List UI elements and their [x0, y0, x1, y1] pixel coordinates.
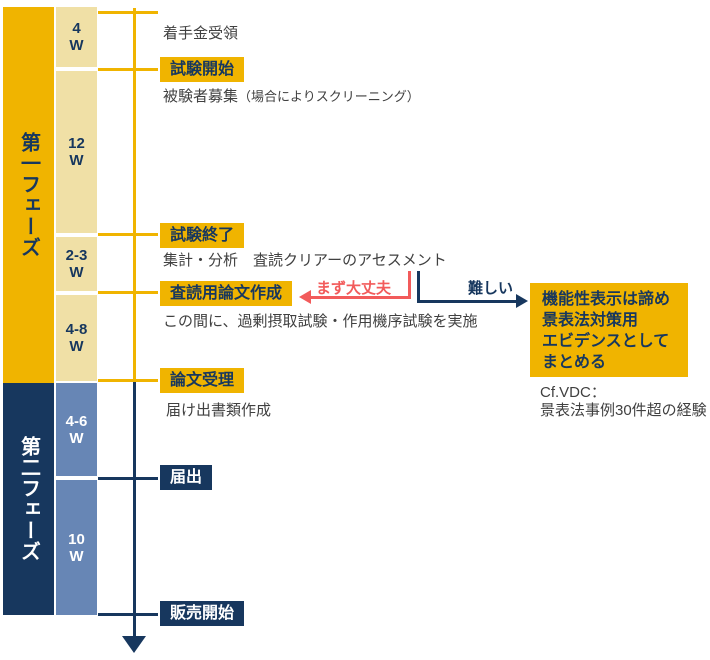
duration-value: 4-8 — [65, 321, 88, 338]
note-analysis: 集計・分析 査読クリアーのアセスメント — [163, 252, 447, 269]
timeline-tick — [98, 68, 158, 71]
timeline-tick — [98, 477, 158, 480]
timeline-lower-segment — [133, 381, 136, 638]
note-receipt-text: 着手金受領 — [163, 25, 239, 42]
phase-two-bar: 第二フェーズ — [3, 383, 54, 615]
duration-block-10w: 10 W — [56, 480, 97, 615]
timeline-tick — [98, 379, 158, 382]
hard-branch-label: 難しい — [468, 280, 514, 297]
note-recruit-paren-text: （場合によりスクリーニング） — [238, 89, 420, 104]
ok-branch-horizontal-line — [309, 296, 411, 299]
phase-one-bar: 第一フェーズ — [3, 7, 54, 383]
duration-unit: W — [69, 37, 84, 54]
note-filing-docs: 届け出書類作成 — [166, 402, 272, 419]
timeline-tick — [98, 291, 158, 294]
duration-unit: W — [69, 152, 84, 169]
phase-one-label: 第一フェーズ — [17, 132, 40, 258]
milestone-trial-end: 試験終了 — [160, 223, 245, 248]
milestone-paper-writing: 査読用論文作成 — [160, 281, 293, 306]
phase-two-label: 第二フェーズ — [17, 436, 40, 562]
duration-value: 4 — [72, 20, 81, 37]
timeline-tick — [98, 233, 158, 236]
note-cf-vdc: Cf.VDC： 景表法事例30件超の経験 — [540, 384, 707, 419]
duration-value: 4-6 — [65, 412, 88, 430]
duration-value: 2-3 — [65, 247, 88, 264]
timeline-tick — [98, 11, 158, 14]
duration-value: 10 — [68, 530, 85, 548]
note-extra-trials: この間に、過剰摂取試験・作用機序試験を実施 — [163, 313, 478, 330]
duration-block-4-8w: 4-8 W — [56, 295, 97, 381]
ok-branch-left-arrowhead-icon — [299, 290, 311, 304]
duration-unit: W — [69, 338, 84, 355]
note-kickoff: 着手金受領 被験者募集（場合によりスクリーニング） — [163, 2, 420, 128]
hard-branch-right-arrowhead-icon — [516, 294, 528, 308]
timeline-tick — [98, 613, 158, 616]
milestone-paper-accept: 論文受理 — [160, 368, 245, 393]
timeline-upper-segment — [133, 8, 136, 381]
timeline-arrow-down-icon — [122, 636, 146, 653]
hard-branch-horizontal-line — [417, 300, 516, 303]
duration-block-4w: 4 W — [56, 7, 97, 67]
duration-block-4-6w: 4-6 W — [56, 383, 97, 476]
fallback-plan-box: 機能性表示は諦め 景表法対策用 エビデンスとして まとめる — [530, 283, 688, 377]
hard-branch-vertical-line — [417, 271, 420, 303]
milestone-notification: 届出 — [160, 465, 213, 490]
duration-unit: W — [69, 547, 84, 565]
duration-block-12w: 12 W — [56, 71, 97, 233]
duration-block-2-3w: 2-3 W — [56, 237, 97, 291]
milestone-sales-start: 販売開始 — [160, 601, 245, 626]
duration-value: 12 — [68, 135, 85, 152]
ok-branch-label: まず大丈夫 — [316, 280, 392, 297]
ok-branch-vertical-line — [408, 271, 411, 299]
milestone-trial-start: 試験開始 — [160, 57, 245, 82]
duration-unit: W — [69, 429, 84, 447]
duration-unit: W — [69, 264, 84, 281]
note-recruit-text: 被験者募集 — [163, 88, 239, 105]
